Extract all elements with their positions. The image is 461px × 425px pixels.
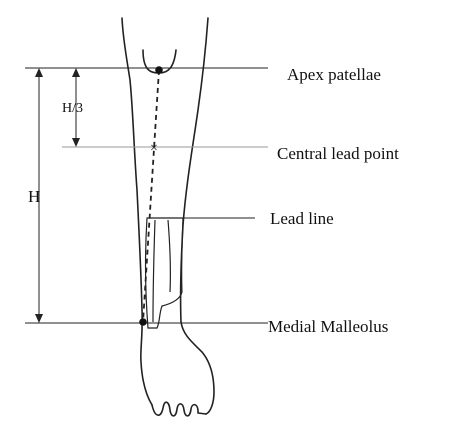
leg-outline [122, 18, 214, 416]
apex-point [155, 66, 163, 74]
toes [152, 402, 206, 416]
leg-right-contour [181, 18, 214, 414]
lead-line-label: Lead line [270, 209, 334, 228]
lead-shape-inner-left [153, 220, 155, 322]
central-lead-mark: × [150, 141, 158, 156]
h-third-label: H/3 [62, 101, 83, 116]
leg-left-contour [122, 18, 152, 405]
h-label: H [28, 187, 40, 206]
malleolus-point [139, 318, 147, 326]
apex-patellae-label: Apex patellae [287, 65, 381, 84]
lead-shape-outer [146, 218, 183, 328]
central-lead-point-label: Central lead point [277, 144, 399, 163]
lead-shape [146, 218, 183, 328]
medial-malleolus-label: Medial Malleolus [268, 317, 388, 336]
lead-shape-inner-mid [168, 220, 170, 292]
